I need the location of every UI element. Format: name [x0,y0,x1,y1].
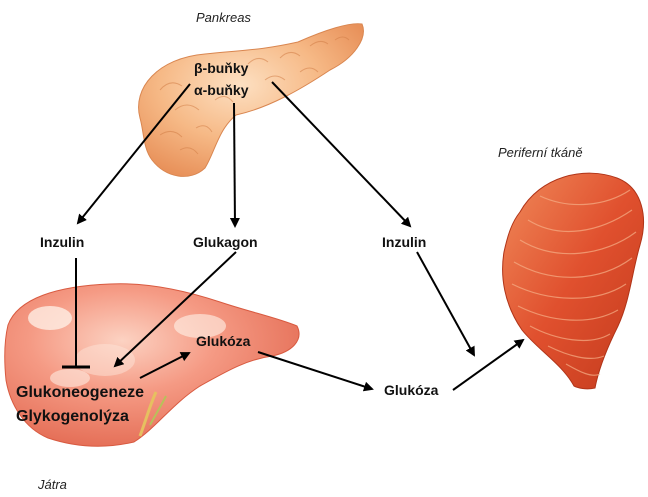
liver-glucose-label: Glukóza [196,333,250,349]
arrow-blood-glucose-to-tissue [453,340,523,390]
arrow-liver-glucose-to-blood [258,352,372,389]
arrow-alpha-to-glucagon [234,103,235,226]
arrow-insulin-to-blood-glucose [417,252,474,355]
liver-label: Játra [38,477,67,492]
pancreas-label: Pankreas [196,10,251,25]
glycogenolysis-label: Glykogenolýza [16,408,129,426]
insulin-right-label: Inzulin [382,234,426,250]
gluconeogenesis-label: Glukoneogeneze [16,384,144,402]
beta-cells-label: β-buňky [194,60,248,76]
blood-glucose-label: Glukóza [384,382,438,398]
insulin-left-label: Inzulin [40,234,84,250]
arrow-beta-to-insulin-right [272,82,410,226]
muscle-illustration [503,173,644,389]
alpha-cells-label: α-buňky [194,82,249,98]
pancreas-illustration [139,24,364,177]
glucagon-label: Glukagon [193,234,258,250]
peripheral-tissue-label: Periferní tkáně [498,145,583,160]
